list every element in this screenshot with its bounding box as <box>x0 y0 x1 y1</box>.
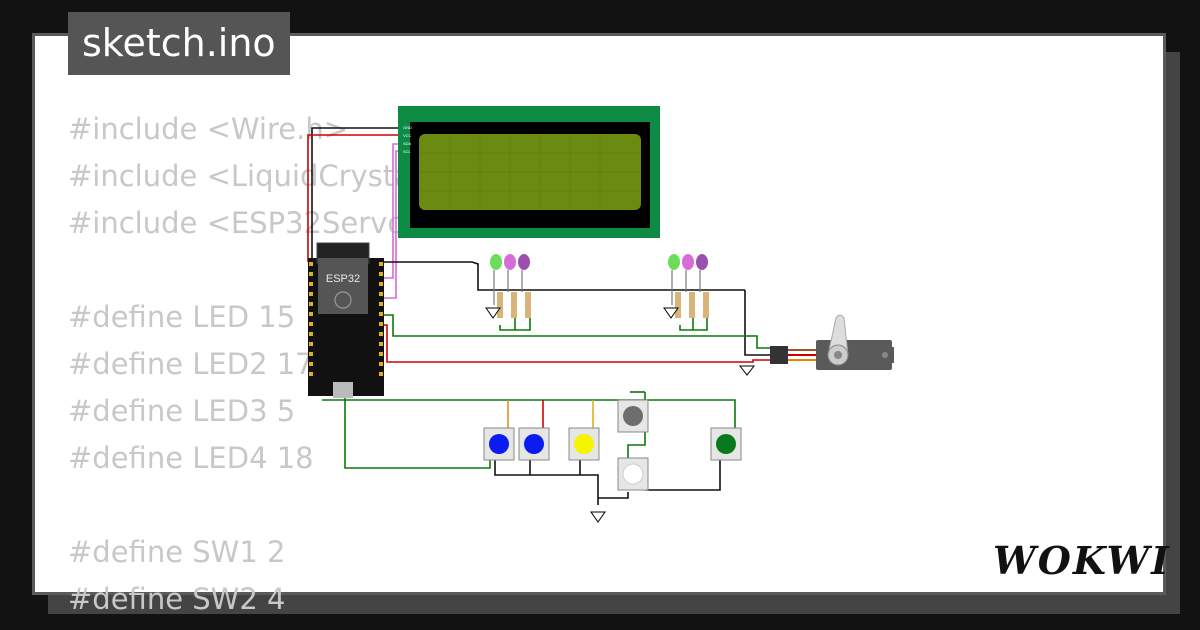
servo-body <box>816 340 892 370</box>
code-line: #define SW1 2 <box>68 535 286 569</box>
esp32-module <box>318 258 368 314</box>
lcd-pin-gnd: GND <box>403 125 412 130</box>
led-green-2[interactable] <box>668 254 680 270</box>
esp32-usb-port <box>333 382 353 398</box>
button-blue-1[interactable] <box>483 427 515 461</box>
button-white[interactable] <box>617 457 649 491</box>
lcd-pin-scl: SCL <box>403 149 412 154</box>
resistor-group-right <box>675 292 709 318</box>
pushbuttons <box>483 399 742 491</box>
wokwi-logo-text: WOKWI <box>993 538 1171 583</box>
led-pink-1[interactable] <box>504 254 516 270</box>
led-purple-2[interactable] <box>696 254 708 270</box>
file-name-tab: sketch.ino <box>68 12 290 75</box>
esp32-board[interactable]: ESP32 <box>308 242 384 398</box>
button-green[interactable] <box>710 427 742 461</box>
button-yellow[interactable] <box>568 427 600 461</box>
led-group-left <box>485 254 531 319</box>
code-line: #define LED3 5 <box>68 394 296 428</box>
led-purple-1[interactable] <box>518 254 530 270</box>
led-green-1[interactable] <box>490 254 502 270</box>
button-blue-2[interactable] <box>518 427 550 461</box>
wokwi-logo: WOKWI <box>993 538 1171 583</box>
resistor-group-left <box>497 292 531 318</box>
led-pink-2[interactable] <box>682 254 694 270</box>
code-line: #define LED4 18 <box>68 441 314 475</box>
code-line: #define SW2 4 <box>68 582 286 616</box>
ground-icon <box>590 511 606 523</box>
servo-horn-icon <box>827 314 849 356</box>
code-line: #define LED2 17 <box>68 347 314 381</box>
ground-icon <box>738 365 756 376</box>
led-group-right <box>663 254 709 319</box>
ground-icon <box>485 307 501 319</box>
code-line: #include <Wire.h> <box>68 112 349 146</box>
servo-motor[interactable] <box>770 314 894 370</box>
esp32-label: ESP32 <box>326 273 360 285</box>
lcd-pin-vcc: VCC <box>403 133 412 138</box>
servo-connector <box>770 346 788 364</box>
lcd-pin-sda: SDA <box>403 141 412 146</box>
esp32-logo-icon <box>334 291 352 309</box>
lcd-display[interactable]: GND VCC SDA SCL <box>398 106 660 238</box>
button-gray[interactable] <box>617 399 649 433</box>
ground-icon <box>663 307 679 319</box>
code-line: #define LED 15 <box>68 300 296 334</box>
